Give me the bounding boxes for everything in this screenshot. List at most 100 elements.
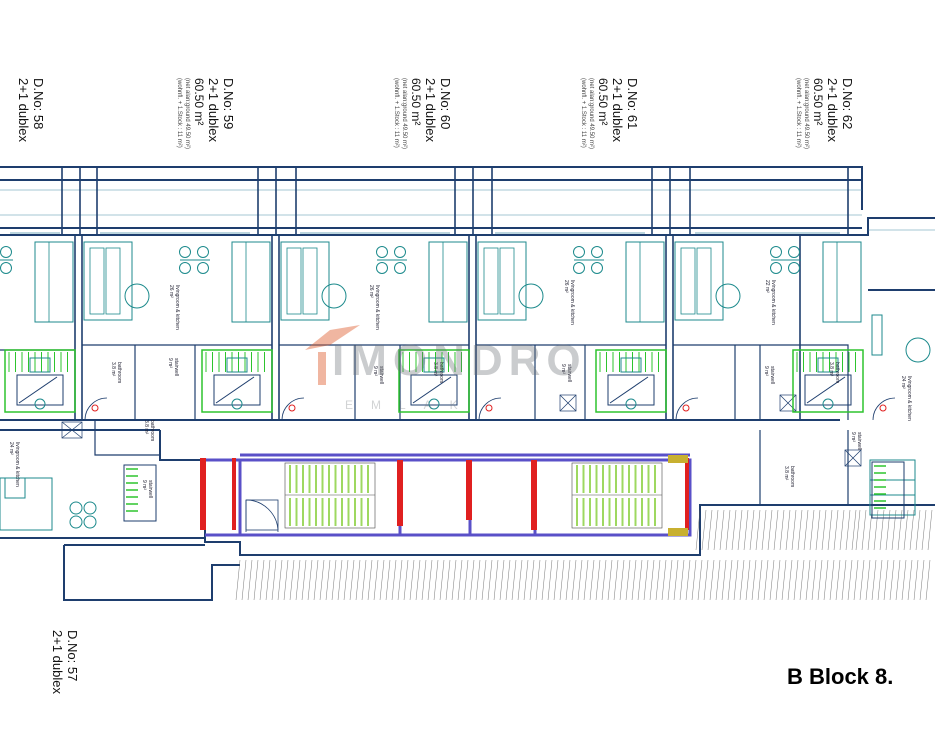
hatch-line: [889, 559, 895, 601]
stair-landing: [213, 374, 261, 406]
sink: [29, 357, 51, 373]
hatch-line: [403, 559, 409, 601]
stair-landing: [804, 374, 852, 406]
sofa-seat: [302, 247, 318, 315]
unit-note: (net alan:ground 49.50 m²): [401, 78, 407, 150]
hatch-line: [763, 559, 769, 601]
hatch-line: [873, 509, 879, 551]
hatch-line: [907, 559, 913, 601]
toilet: [428, 398, 440, 410]
door-swing: [675, 397, 699, 421]
hatch-line: [253, 559, 259, 601]
hatch-line: [883, 559, 889, 601]
small-stair-frame: [871, 461, 905, 519]
unit-label-59: D.No: 59 2+1 dublex 60.50 m² (net alan:g…: [175, 78, 236, 149]
dining-chair: [179, 262, 191, 274]
hatch-line: [547, 559, 553, 601]
hatch-line: [797, 509, 803, 551]
hatch-line: [781, 559, 787, 601]
hatch-line: [851, 509, 857, 551]
hatch-line: [821, 509, 827, 551]
unit-number: D.No: 60: [438, 78, 453, 130]
hatch-line: [839, 509, 845, 551]
hatch-line: [769, 559, 775, 601]
hatch-line: [721, 559, 727, 601]
hatch-line: [421, 559, 427, 601]
dining-chair: [788, 262, 800, 274]
hatch-line: [815, 509, 821, 551]
hatch-line: [703, 559, 709, 601]
small-stair: [871, 461, 905, 519]
watermark-mark: [305, 325, 360, 385]
hatch-line: [733, 559, 739, 601]
unit-note: (wohnfl. + 1.Stock : 11 m²): [393, 78, 399, 148]
hatch-line: [259, 559, 265, 601]
hatch-line: [517, 559, 523, 601]
stair-arrow: [412, 376, 452, 404]
hatch-line: [463, 559, 469, 601]
hatch-line: [625, 559, 631, 601]
dining-chair: [573, 246, 585, 258]
block-title: B Block 8.: [787, 664, 894, 689]
hatch-line: [613, 559, 619, 601]
unit-label-58: D.No: 58 2+1 dublex: [16, 78, 46, 142]
hatch-line: [469, 559, 475, 601]
hatch-line: [655, 559, 661, 601]
unit-stair: [4, 349, 76, 413]
hatch-line: [541, 559, 547, 601]
hatch-line: [391, 559, 397, 601]
hatch-line: [877, 559, 883, 601]
hatch-line: [559, 559, 565, 601]
hatch-line: [415, 559, 421, 601]
unit-note: (net alan:ground 49.50 m²): [803, 78, 809, 150]
hatch-line: [313, 559, 319, 601]
toilet: [231, 398, 243, 410]
unit-number: D.No: 62: [840, 78, 855, 130]
hatch-line: [903, 509, 909, 551]
hatch-line: [361, 559, 367, 601]
sofa: [280, 241, 330, 321]
smoke-detector: [485, 404, 493, 412]
watermark-subtitle: EMLAK: [345, 398, 476, 412]
sofa-seat: [89, 247, 105, 315]
dining-chair: [394, 262, 406, 274]
kitchen-counter: [822, 241, 862, 323]
hatch-line: [791, 509, 797, 551]
hatch-line: [355, 559, 361, 601]
hatch-line: [619, 559, 625, 601]
unit-number: D.No: 57: [65, 630, 80, 682]
hatch-line: [737, 509, 743, 551]
dining-chair: [0, 262, 12, 274]
hatch-line: [775, 559, 781, 601]
hatch-line: [685, 559, 691, 601]
hatch-line: [301, 559, 307, 601]
corridor-doors: [245, 499, 279, 533]
hatch-line: [325, 559, 331, 601]
dining-chair: [788, 246, 800, 258]
unit-area: 60.50 m²: [596, 78, 610, 126]
sink: [226, 357, 248, 373]
stair-arrow: [609, 376, 649, 404]
hatch-line: [331, 559, 337, 601]
hatch-line: [909, 509, 915, 551]
hatch-line: [867, 509, 873, 551]
door-swing: [84, 397, 108, 421]
hatch-line: [679, 559, 685, 601]
hatch-line: [499, 559, 505, 601]
hatch-line: [861, 509, 867, 551]
sofa: [477, 241, 527, 321]
ground-hatch: [235, 509, 933, 601]
hatch-line: [601, 559, 607, 601]
door-swing: [478, 397, 502, 421]
hatch-line: [295, 559, 301, 601]
hatch-line: [433, 559, 439, 601]
hatch-line: [725, 509, 731, 551]
dining-chair: [591, 246, 603, 258]
hatch-line: [809, 509, 815, 551]
sofa-seat: [286, 247, 302, 315]
smoke-detector: [91, 404, 99, 412]
hatch-line: [427, 559, 433, 601]
kitchen-counter: [34, 241, 74, 323]
hatch-line: [695, 509, 701, 551]
dining-chair: [376, 262, 388, 274]
